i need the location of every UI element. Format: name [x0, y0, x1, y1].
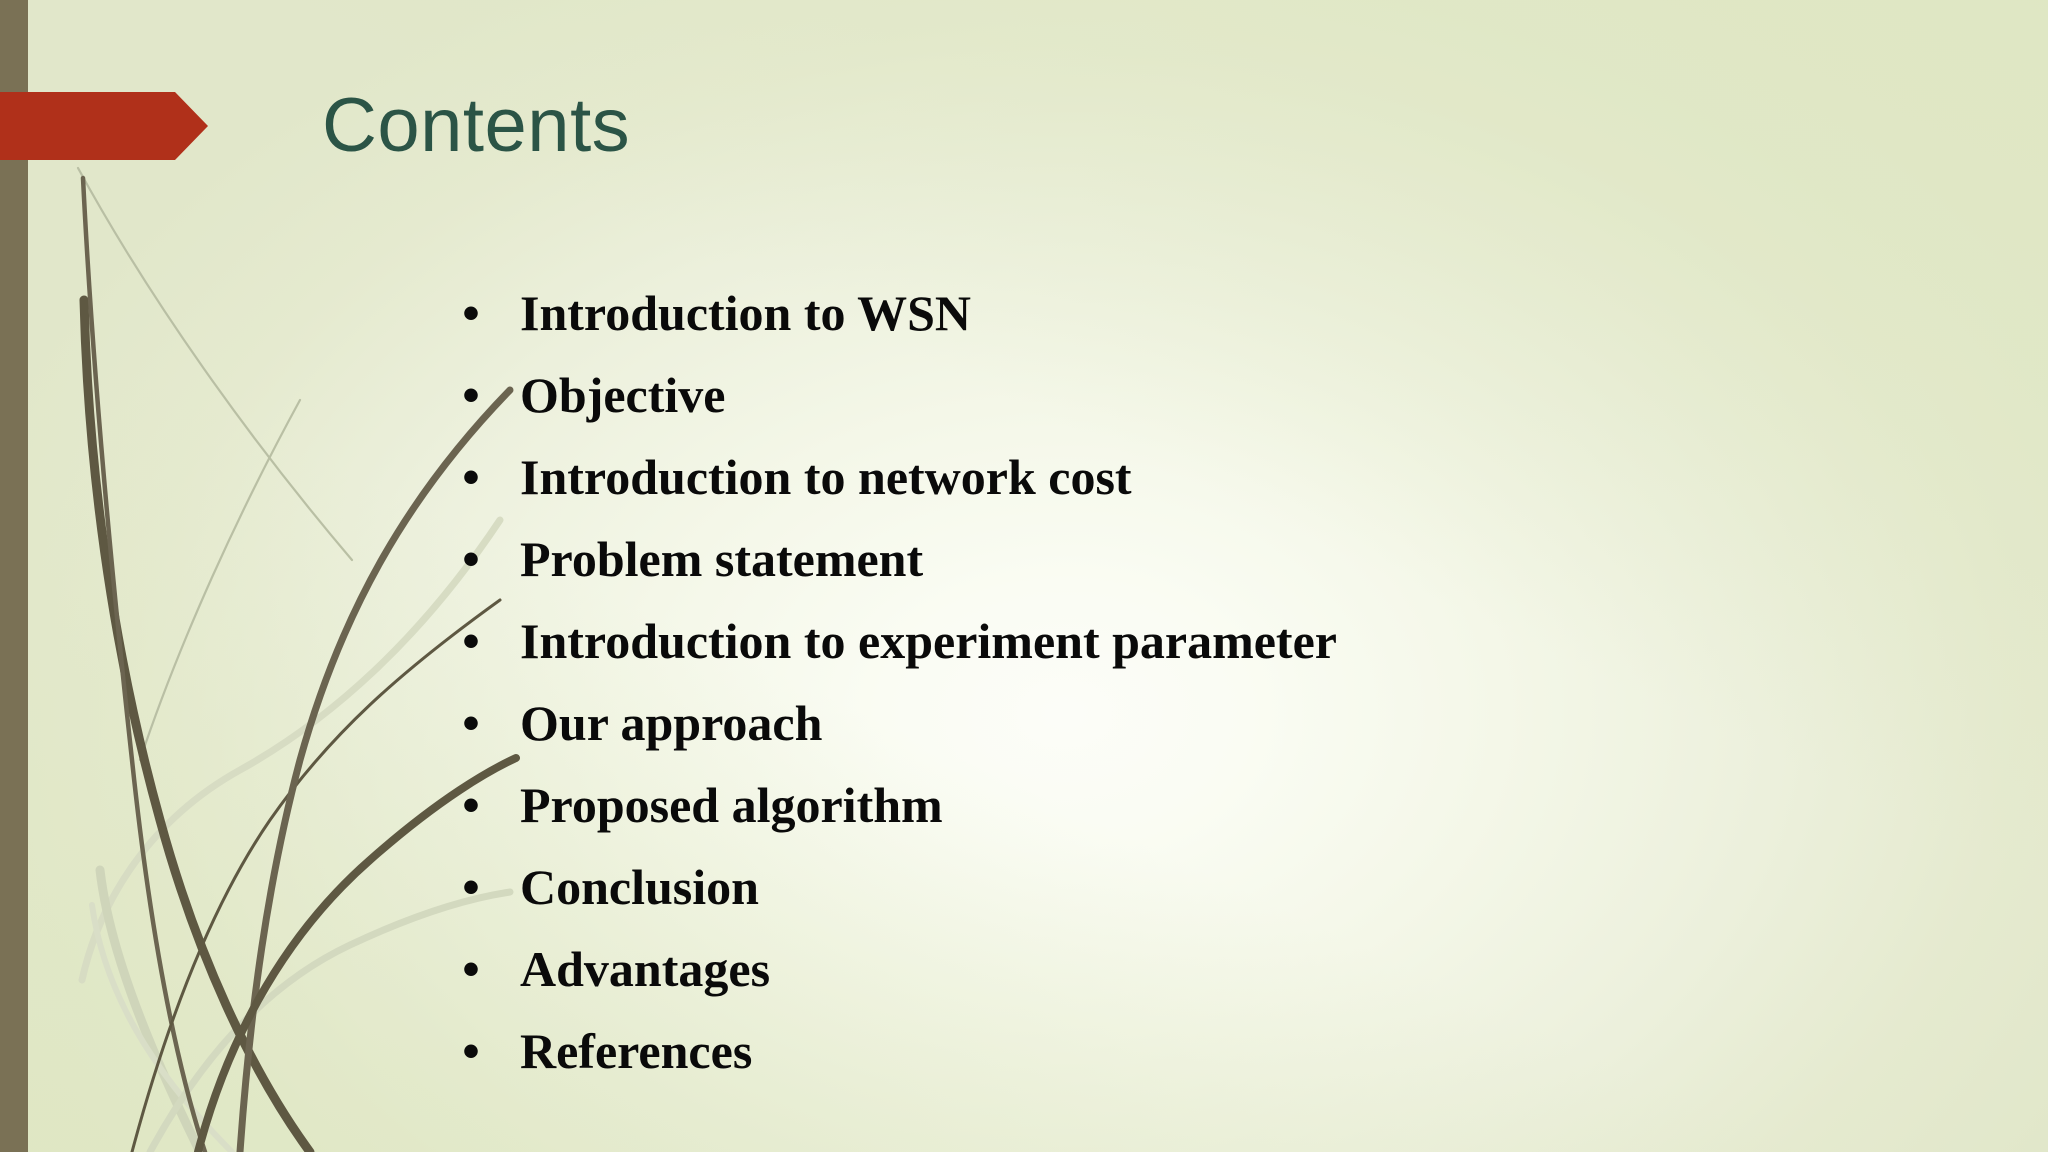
list-item-label: Advantages: [520, 941, 771, 997]
bullet-marker-icon: •: [462, 531, 480, 587]
list-item: • Introduction to experiment parameter: [452, 600, 1852, 682]
list-item: • Conclusion: [452, 846, 1852, 928]
list-item-label: References: [520, 1023, 753, 1079]
list-item: • Proposed algorithm: [452, 764, 1852, 846]
list-item-label: Problem statement: [520, 531, 924, 587]
bullet-marker-icon: •: [462, 449, 480, 505]
bullet-marker-icon: •: [462, 695, 480, 751]
list-item: • Our approach: [452, 682, 1852, 764]
list-item: • Introduction to WSN: [452, 272, 1852, 354]
bullet-marker-icon: •: [462, 859, 480, 915]
bullet-marker-icon: •: [462, 613, 480, 669]
list-item: • Introduction to network cost: [452, 436, 1852, 518]
list-item-label: Introduction to network cost: [520, 449, 1132, 505]
list-item: • Objective: [452, 354, 1852, 436]
list-item: • References: [452, 1010, 1852, 1092]
list-item-label: Introduction to experiment parameter: [520, 613, 1337, 669]
contents-bullet-list: • Introduction to WSN • Objective • Intr…: [452, 272, 1852, 1092]
bullet-marker-icon: •: [462, 1023, 480, 1079]
list-item-label: Conclusion: [520, 859, 759, 915]
list-item: • Problem statement: [452, 518, 1852, 600]
page-title: Contents: [322, 83, 631, 168]
list-item-label: Proposed algorithm: [520, 777, 943, 833]
left-vertical-band: [0, 0, 28, 1152]
list-item: • Advantages: [452, 928, 1852, 1010]
bullet-marker-icon: •: [462, 777, 480, 833]
bullet-marker-icon: •: [462, 285, 480, 341]
list-item-label: Objective: [520, 367, 726, 423]
bullet-marker-icon: •: [462, 367, 480, 423]
red-arrow-banner: [0, 92, 208, 160]
bullet-marker-icon: •: [462, 941, 480, 997]
list-item-label: Introduction to WSN: [520, 285, 972, 341]
list-item-label: Our approach: [520, 695, 823, 751]
